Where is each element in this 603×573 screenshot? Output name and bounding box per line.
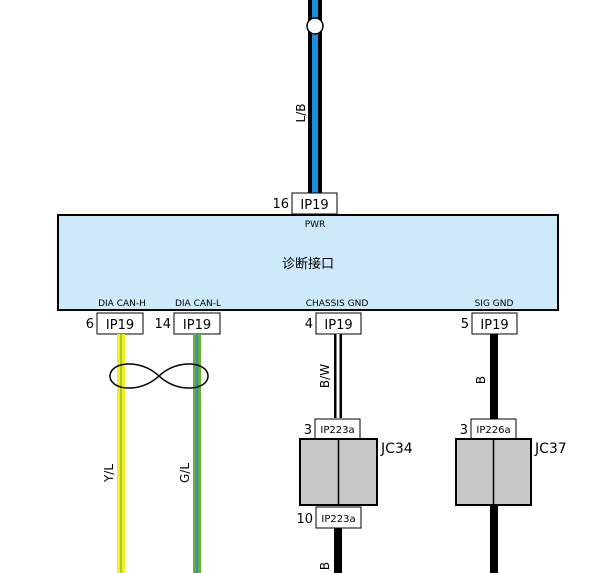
- wire-label-chassis: B/W: [318, 364, 332, 388]
- connector-jc34-bottom-name: IP223a: [321, 514, 355, 525]
- module-title: 诊断接口: [282, 256, 334, 272]
- connector-jc34-top-name: IP223a: [320, 425, 354, 436]
- wire-can-h: [117, 334, 125, 573]
- wire-chassis-bw: [334, 334, 342, 418]
- wire-splice-point: [306, 17, 324, 35]
- wire-sig-b: [490, 334, 498, 419]
- wire-sig-b-lower: [490, 505, 498, 573]
- wire-label-can-l: G/L: [178, 463, 192, 483]
- connector-can-l-pin: 14: [154, 317, 171, 332]
- pin-label-dia-can-l: DIA CAN-L: [175, 299, 221, 309]
- connector-chassis-name: IP19: [324, 318, 352, 333]
- connector-can-l-name: IP19: [183, 318, 211, 333]
- twisted-pair-icon: [109, 363, 209, 389]
- connector-can-h-pin: 6: [86, 317, 94, 332]
- connector-sig-pin: 5: [461, 317, 469, 332]
- junction-jc34-label: JC34: [380, 441, 413, 457]
- pin-label-chassis-gnd: CHASSIS GND: [306, 299, 369, 309]
- pin-label-dia-can-h: DIA CAN-H: [98, 299, 146, 309]
- connector-jc34-top-pin: 3: [304, 423, 312, 438]
- connector-top-pin: 16: [272, 197, 289, 212]
- pin-label-sig-gnd: SIG GND: [475, 299, 514, 309]
- connector-can-h-name: IP19: [106, 318, 134, 333]
- junction-jc37-label: JC37: [534, 441, 567, 457]
- connector-top-name: IP19: [300, 198, 328, 213]
- wire-label-chassis-bottom: B: [318, 562, 332, 570]
- wire-label-top: L/B: [294, 104, 308, 123]
- wire-can-l: [193, 334, 201, 573]
- pin-label-pwr: PWR: [305, 220, 326, 230]
- module-box: [57, 214, 559, 311]
- connector-sig-name: IP19: [480, 318, 508, 333]
- wire-label-can-h: Y/L: [102, 464, 116, 483]
- connector-jc37-top-name: IP226a: [476, 425, 510, 436]
- wire-label-sig: B: [474, 376, 488, 384]
- wire-top-lb: [308, 0, 322, 194]
- connector-chassis-pin: 4: [305, 317, 313, 332]
- connector-jc34-bottom-pin: 10: [296, 512, 313, 527]
- connector-jc37-top-pin: 3: [460, 423, 468, 438]
- wire-chassis-b-lower: [334, 528, 342, 573]
